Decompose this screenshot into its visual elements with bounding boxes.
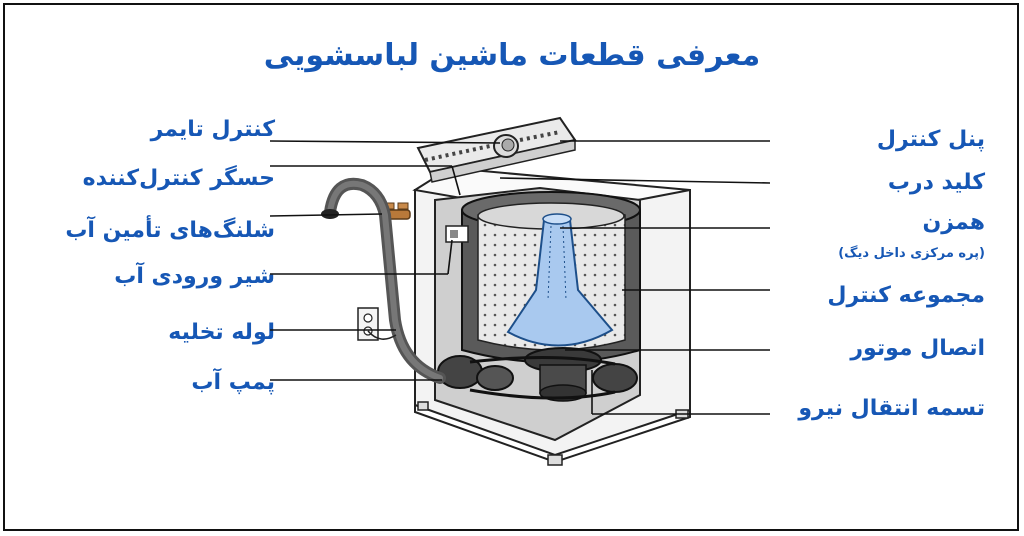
label-agitator: همزن [922,210,985,235]
leader-hoses [269,213,383,217]
label-control-panel: پنل کنترل [876,127,985,152]
label-lid-switch: کلید درب [887,170,985,195]
label-timer-control: کنترل تایمر [150,117,275,142]
timer-knob [493,134,519,158]
leader-lines [269,140,771,415]
leader-sensor-b [451,165,461,196]
label-water-pump: پمپ آب [191,370,275,395]
label-agitator-note: (پره مرکزی داخل دیگ) [838,246,985,261]
agitator-shape [506,213,614,347]
leader-valve-b [447,239,453,275]
power-outlet [357,307,397,341]
drive-assembly [437,347,638,402]
label-water-supply-hoses: شلنگ‌های تأمین آب [65,218,275,243]
label-control-sensor: حسگر کنترل‌کننده [82,166,275,191]
label-control-assembly: مجموعه کنترل [827,283,985,308]
leader-timer [269,140,501,144]
label-motor-coupling: اتصال موتور [850,336,985,361]
label-water-inlet-valve: شیر ورودی آب [114,264,275,289]
label-drain-hose: لوله تخلیه [168,320,275,345]
drain-hose [321,177,446,384]
diagram-title: معرفی قطعات ماشین لباسشویی [263,38,761,73]
inlet-valve [445,225,469,243]
label-drive-belt: تسمه انتقال نیرو [798,396,985,421]
leader-lid [499,177,771,184]
